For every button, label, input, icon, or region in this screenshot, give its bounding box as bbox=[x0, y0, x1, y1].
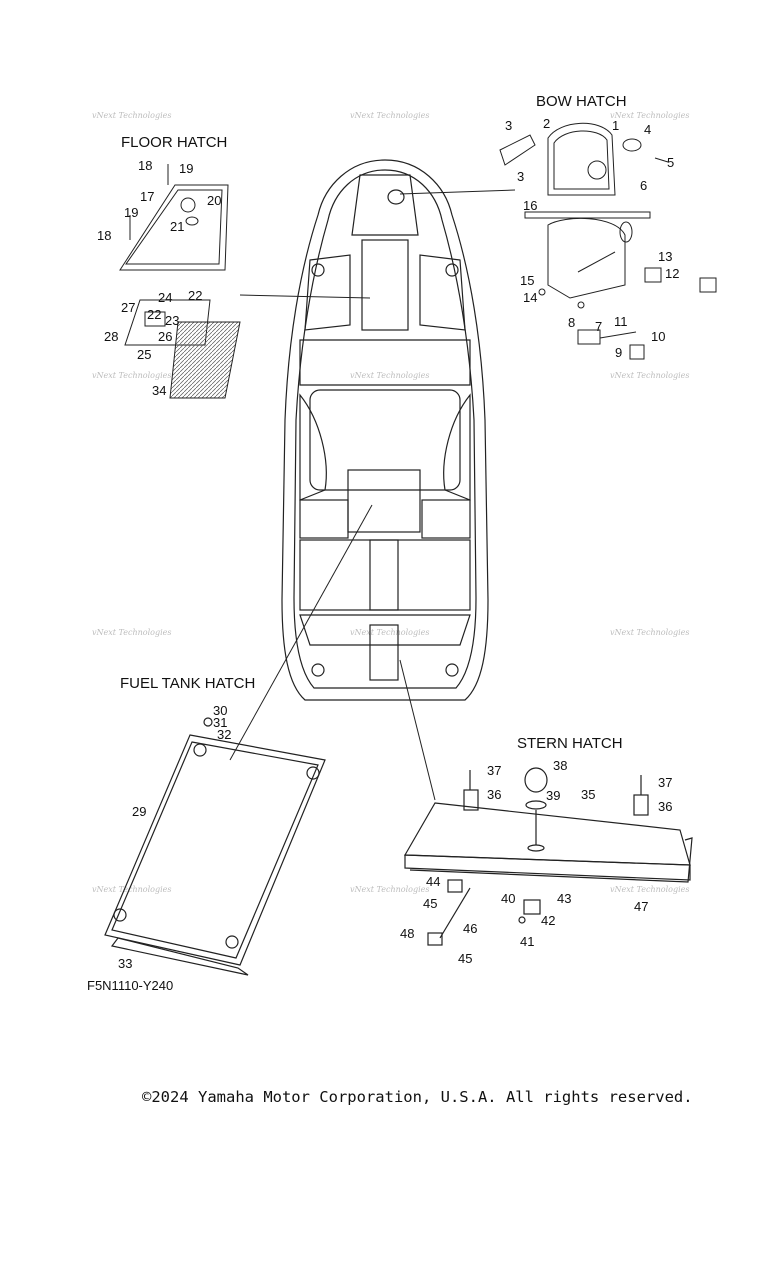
callout-27: 27 bbox=[121, 300, 135, 315]
svg-text:vNext Technologies: vNext Technologies bbox=[610, 885, 689, 894]
stern-hatch-title: STERN HATCH bbox=[517, 735, 623, 752]
callout-37: 37 bbox=[487, 763, 501, 778]
callout-15: 15 bbox=[520, 273, 534, 288]
callout-46: 46 bbox=[463, 921, 477, 936]
callout-7: 7 bbox=[595, 319, 602, 334]
callout-24: 24 bbox=[158, 290, 172, 305]
callout-34: 34 bbox=[152, 383, 166, 398]
callout-2: 2 bbox=[543, 116, 550, 131]
callout-14: 14 bbox=[523, 290, 537, 305]
callout-19: 19 bbox=[179, 161, 193, 176]
callout-18: 18 bbox=[97, 228, 111, 243]
svg-text:vNext Technologies: vNext Technologies bbox=[92, 371, 171, 380]
callout-42: 42 bbox=[541, 913, 555, 928]
callout-45: 45 bbox=[423, 896, 437, 911]
callout-17: 17 bbox=[140, 189, 154, 204]
svg-text:vNext Technologies: vNext Technologies bbox=[350, 371, 429, 380]
fuel-tank-hatch-group bbox=[104, 717, 326, 976]
callout-45: 45 bbox=[458, 951, 472, 966]
svg-text:vNext Technologies: vNext Technologies bbox=[92, 628, 171, 637]
callout-30: 30 bbox=[213, 703, 227, 718]
callout-32: 32 bbox=[217, 727, 231, 742]
callout-10: 10 bbox=[651, 329, 665, 344]
fuel-tank-hatch-title: FUEL TANK HATCH bbox=[120, 675, 255, 692]
bow-hatch-group bbox=[499, 122, 717, 360]
boat-hull bbox=[281, 159, 489, 701]
callout-26: 26 bbox=[158, 329, 172, 344]
callout-36: 36 bbox=[487, 787, 501, 802]
stern-hatch-group bbox=[403, 767, 693, 946]
callout-22: 22 bbox=[147, 307, 161, 322]
callout-13: 13 bbox=[658, 249, 672, 264]
callout-28: 28 bbox=[104, 329, 118, 344]
callout-40: 40 bbox=[501, 891, 515, 906]
callout-3: 3 bbox=[505, 118, 512, 133]
callout-37: 37 bbox=[658, 775, 672, 790]
svg-text:vNext Technologies: vNext Technologies bbox=[350, 111, 429, 120]
callout-21: 21 bbox=[170, 219, 184, 234]
callout-43: 43 bbox=[557, 891, 571, 906]
callout-41: 41 bbox=[520, 934, 534, 949]
callout-44: 44 bbox=[426, 874, 440, 889]
svg-text:vNext Technologies: vNext Technologies bbox=[350, 628, 429, 637]
svg-text:vNext Technologies: vNext Technologies bbox=[610, 371, 689, 380]
callout-38: 38 bbox=[553, 758, 567, 773]
callout-36: 36 bbox=[658, 799, 672, 814]
callout-22: 22 bbox=[188, 288, 202, 303]
callout-29: 29 bbox=[132, 804, 146, 819]
leader-lines bbox=[229, 189, 516, 801]
callout-18: 18 bbox=[138, 158, 152, 173]
callout-3: 3 bbox=[517, 169, 524, 184]
svg-text:vNext Technologies: vNext Technologies bbox=[610, 111, 689, 120]
callout-19: 19 bbox=[124, 205, 138, 220]
callout-5: 5 bbox=[667, 155, 674, 170]
floor-hatch-title: FLOOR HATCH bbox=[121, 134, 227, 151]
callout-33: 33 bbox=[118, 956, 132, 971]
svg-text:vNext Technologies: vNext Technologies bbox=[92, 885, 171, 894]
callout-20: 20 bbox=[207, 193, 221, 208]
callout-12: 12 bbox=[665, 266, 679, 281]
callout-47: 47 bbox=[634, 899, 648, 914]
callout-35: 35 bbox=[581, 787, 595, 802]
callout-48: 48 bbox=[400, 926, 414, 941]
svg-text:vNext Technologies: vNext Technologies bbox=[350, 885, 429, 894]
callout-39: 39 bbox=[546, 788, 560, 803]
floor-hatch-group bbox=[119, 164, 241, 399]
callout-9: 9 bbox=[615, 345, 622, 360]
callout-6: 6 bbox=[640, 178, 647, 193]
copyright-notice: ©2024 Yamaha Motor Corporation, U.S.A. A… bbox=[142, 1088, 693, 1106]
callout-8: 8 bbox=[568, 315, 575, 330]
callout-31: 31 bbox=[213, 715, 227, 730]
callout-16: 16 bbox=[523, 198, 537, 213]
callout-4: 4 bbox=[644, 122, 651, 137]
callout-numbers: 1 2 3 3 4 5 6 7 8 9 10 11 12 13 14 15 16… bbox=[97, 116, 679, 971]
bow-hatch-title: BOW HATCH bbox=[536, 93, 627, 110]
callout-25: 25 bbox=[137, 347, 151, 362]
watermarks: vNext Technologies vNext Technologies vN… bbox=[92, 111, 689, 894]
svg-text:vNext Technologies: vNext Technologies bbox=[92, 111, 171, 120]
svg-text:vNext Technologies: vNext Technologies bbox=[610, 628, 689, 637]
callout-23: 23 bbox=[165, 313, 179, 328]
callout-11: 11 bbox=[614, 314, 628, 329]
callout-1: 1 bbox=[612, 118, 619, 133]
figure-code: F5N1110-Y240 bbox=[87, 978, 173, 993]
